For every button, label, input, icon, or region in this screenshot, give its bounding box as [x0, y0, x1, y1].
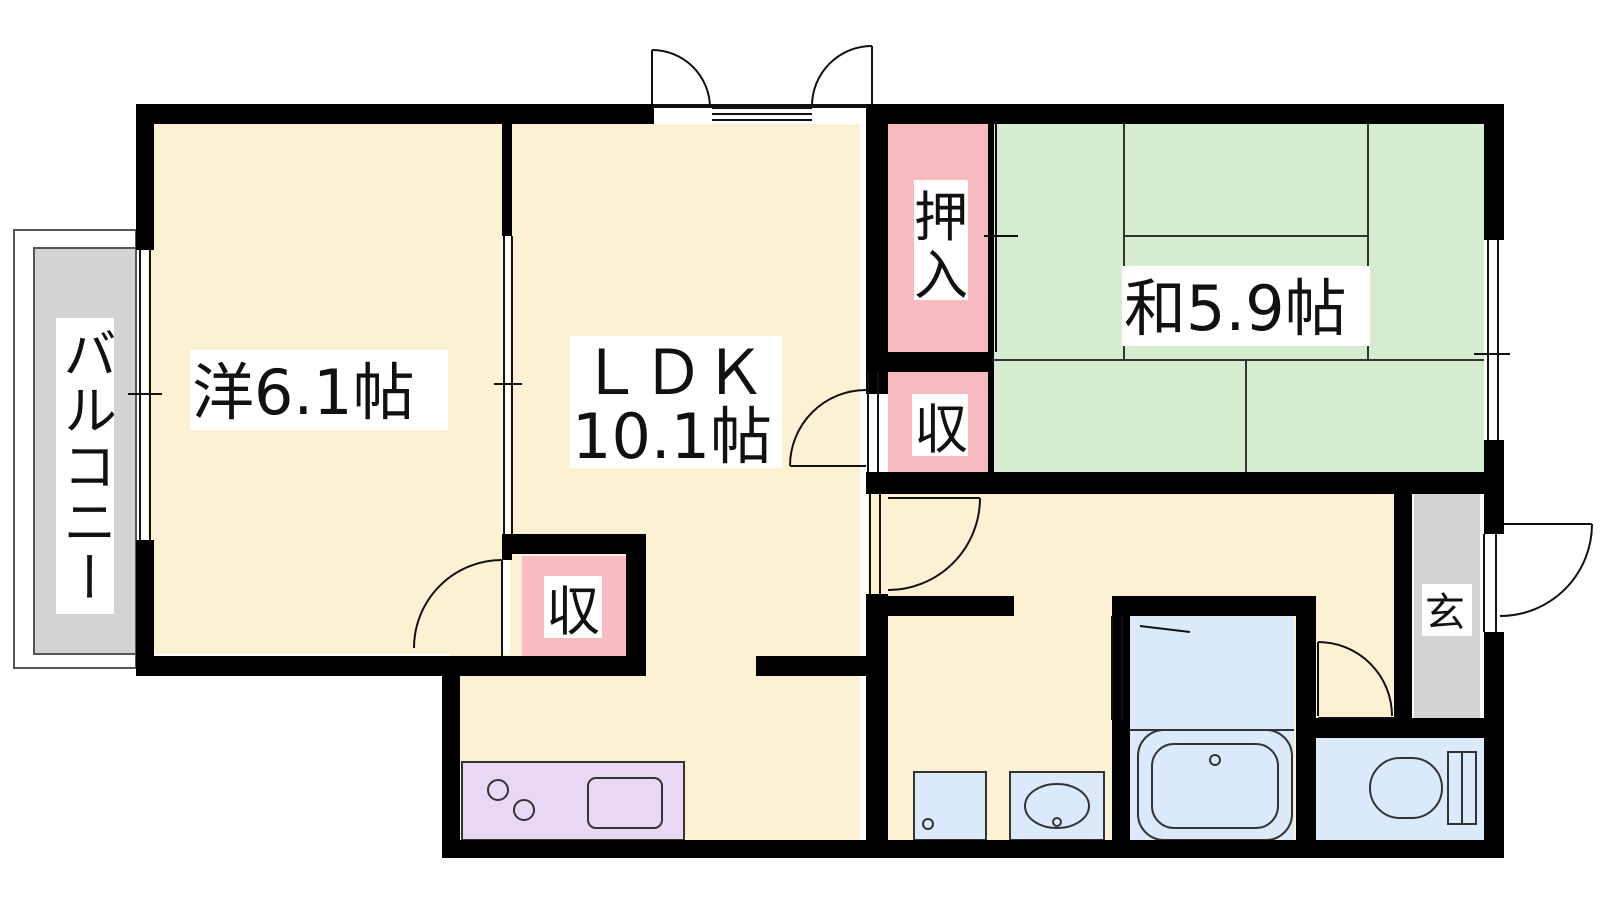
bathtub-drain-icon	[1209, 754, 1221, 766]
door-swing	[789, 389, 867, 467]
washbasin-bowl-icon	[1024, 783, 1090, 829]
toilet-bowl	[1369, 757, 1443, 819]
storage-lower-label-bg	[544, 576, 602, 638]
bathtub-inner	[1151, 743, 1279, 829]
ldk-label-bg	[570, 336, 782, 468]
door-swing	[811, 45, 873, 107]
washer-space	[913, 771, 987, 841]
door-swing	[413, 559, 503, 649]
western-room-label: 洋6.1帖	[192, 356, 415, 429]
door-swing	[887, 497, 981, 591]
tatami-lines	[988, 124, 1484, 472]
window-marks	[128, 107, 1510, 720]
door-swings	[413, 45, 1593, 717]
entrance-label-bg	[1422, 584, 1472, 636]
kitchen-sink	[587, 777, 663, 829]
western-label-bg	[190, 350, 448, 430]
walls	[136, 104, 1504, 858]
japanese-label-bg	[1122, 266, 1370, 346]
washer-drain-icon	[922, 818, 934, 830]
storage-upper-label: 収	[914, 398, 968, 461]
ldk-label-line1: ＬＤＫ	[580, 336, 766, 409]
door-swing	[1499, 523, 1593, 617]
oshiire-label-bg	[914, 180, 968, 300]
balcony-label: バルコニー	[54, 326, 117, 606]
ldk-label-line2: 10.1帖	[572, 400, 772, 473]
faucet-icon	[1052, 817, 1062, 827]
japanese-room-label: 和5.9帖	[1124, 272, 1347, 345]
door-swing	[651, 49, 711, 109]
oshiire-label-line1: 押	[914, 186, 968, 249]
oshiire-label-line2: 入	[914, 244, 968, 307]
entrance-label: 玄	[1425, 590, 1465, 636]
bath-door-mark	[1139, 625, 1191, 633]
door-swing	[1317, 641, 1393, 717]
storage-upper-label-bg	[912, 394, 968, 456]
stove-burner-icon	[513, 799, 535, 821]
balcony-label-bg	[56, 318, 114, 614]
storage-lower-label: 収	[546, 580, 600, 643]
stove-burner-icon	[487, 779, 509, 801]
